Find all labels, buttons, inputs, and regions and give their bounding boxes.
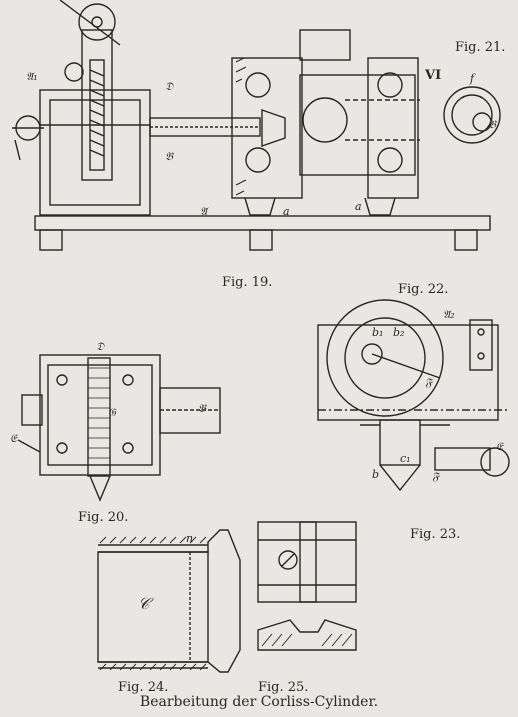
label-a-base: 𝔄 (200, 205, 208, 218)
fig24-drawing (97, 529, 241, 673)
label-c-fig20: 𝔊 (108, 406, 116, 419)
label-n: n (186, 532, 194, 545)
label-f-fig23-lower: 𝔉 (432, 470, 439, 483)
plate-caption: Bearbeitung der Corliss-Cylinder. (139, 694, 379, 710)
fig22-caption: Fig. 22. (398, 282, 449, 297)
fig21-caption: Fig. 21. (455, 40, 506, 55)
label-b-fig23: b (372, 468, 380, 481)
label-roman-vi: VI (425, 68, 442, 83)
label-d-fig20: 𝔇 (96, 340, 105, 353)
fig20-caption: Fig. 20. (78, 510, 129, 525)
label-d-top: 𝔇 (165, 80, 174, 93)
fig20-drawing (17, 354, 221, 502)
fig23-caption: Fig. 23. (410, 527, 461, 542)
label-a-lower: a (283, 205, 290, 218)
label-c-big: 𝒞 (138, 594, 150, 613)
fig19-caption: Fig. 19. (222, 275, 273, 290)
label-b1: b₁ (372, 326, 384, 339)
label-f: f (470, 72, 475, 85)
fig25-drawing (257, 521, 357, 651)
label-f-fig23: 𝔉 (425, 376, 432, 389)
fig24-caption: Fig. 24. (118, 680, 169, 695)
label-a1: 𝔄₁ (26, 70, 38, 83)
label-a-lower-2: a (355, 200, 362, 213)
label-b2: b₂ (393, 326, 405, 339)
label-a2: 𝔄₂ (443, 308, 455, 321)
fig25-caption: Fig. 25. (258, 680, 309, 695)
label-b-bar: 𝔅 (165, 150, 173, 163)
label-e-fig20: 𝔈 (10, 432, 17, 445)
fig23-drawing (317, 299, 510, 492)
fig21-drawing (443, 86, 501, 144)
label-e-fig23: 𝔈 (496, 440, 503, 453)
fig19-drawing (12, 0, 491, 251)
label-b-ring: 𝔅 (488, 118, 496, 131)
label-b-fig20: 𝔅 (198, 402, 206, 415)
label-c1: c₁ (400, 452, 411, 465)
